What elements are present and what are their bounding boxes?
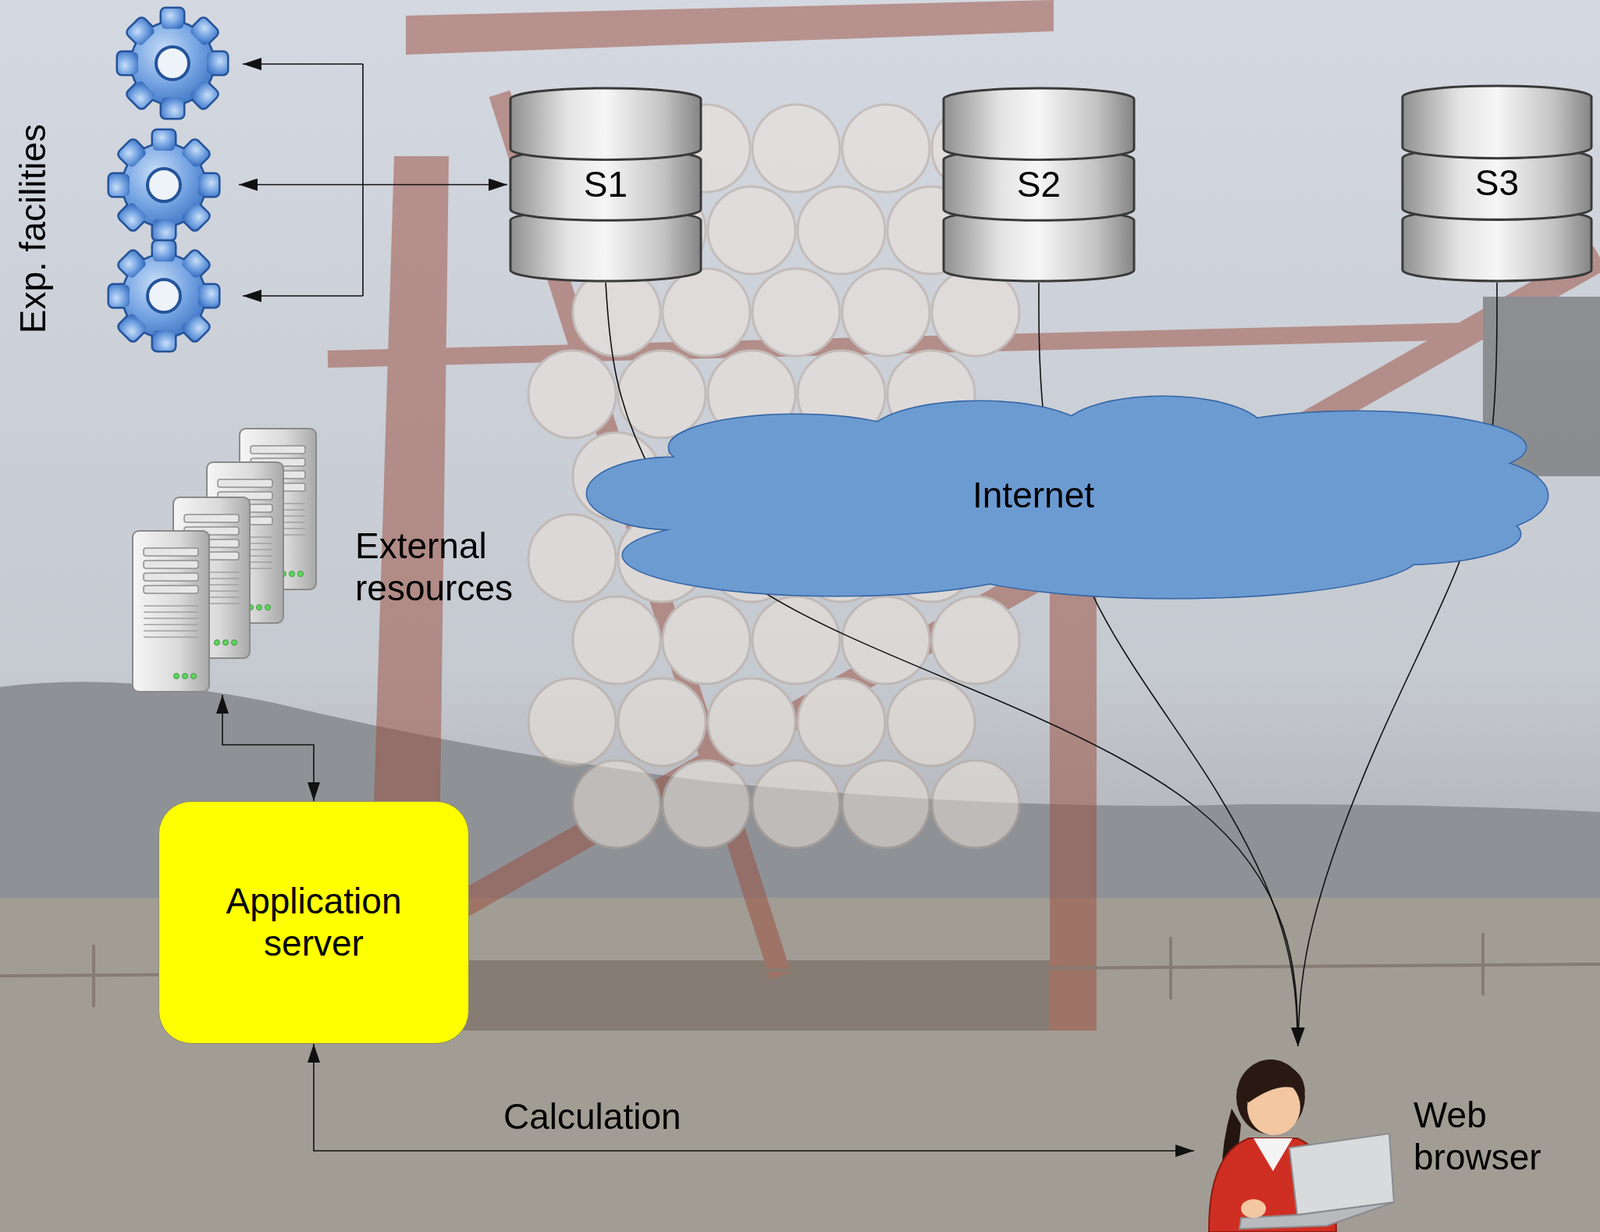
facility-bracket — [242, 295, 363, 297]
server-stack: External resources — [128, 421, 540, 695]
user-icon: Web browser — [1194, 1045, 1566, 1232]
edge-label: Calculation — [503, 1095, 682, 1138]
connector — [1038, 282, 1298, 1046]
gear-icon — [117, 8, 228, 118]
cloud-lobe — [586, 457, 761, 530]
telescope-structure — [572, 760, 1020, 848]
internet-cloud: Internet — [586, 396, 1548, 601]
user-icon-figure — [1236, 1059, 1305, 1135]
user-icon-figure — [1289, 1133, 1394, 1215]
server-icon — [132, 530, 210, 692]
gear-icon — [109, 130, 219, 240]
cylinder-segment — [1402, 85, 1592, 159]
node-label: S2 — [1016, 163, 1061, 207]
node-label: Internet — [972, 474, 1095, 517]
telescope-structure — [1169, 936, 1173, 1000]
user-icon-figure — [1253, 1137, 1293, 1171]
user-icon-figure — [1208, 1059, 1394, 1232]
connector — [222, 694, 314, 801]
user-icon-figure — [1240, 1198, 1266, 1218]
telescope-structure — [1481, 932, 1485, 996]
process-box: Application server — [158, 800, 470, 1044]
telescope-structure — [572, 596, 1020, 684]
cloud-lobe — [867, 401, 1092, 473]
node-label: Application server — [188, 880, 439, 965]
user-icon-figure — [1240, 1063, 1305, 1103]
telescope-structure — [528, 678, 975, 766]
node-label: S1 — [583, 163, 628, 207]
cloud-fill — [586, 396, 1548, 598]
facility-bracket — [242, 64, 363, 296]
connector — [313, 1043, 1195, 1151]
node-label: Exp. facilities — [12, 124, 55, 334]
telescope-structure — [1049, 546, 1097, 1031]
node-label: S3 — [1475, 162, 1519, 205]
connector — [1297, 282, 1497, 1046]
cylinder-segment — [510, 88, 701, 160]
gear-icon — [109, 241, 219, 351]
cylinder-segment — [943, 88, 1135, 160]
gear-icon — [109, 8, 228, 351]
node-label: Web browser — [1413, 1094, 1566, 1179]
connector — [605, 282, 1298, 1046]
telescope-structure — [92, 944, 96, 1007]
cloud-lobe — [867, 401, 1092, 473]
telescope-structure — [405, 257, 1600, 937]
telescope-structure — [405, 0, 1054, 55]
node-label: External resources — [355, 525, 540, 610]
cloud-lobe — [586, 457, 761, 530]
cloud-outline — [586, 396, 1548, 598]
facility-bracket — [242, 63, 363, 65]
storage-cylinder: S2 — [940, 86, 1138, 283]
telescope-structure — [572, 268, 1020, 356]
connector — [238, 184, 508, 186]
facility-group: Exp. facilities — [10, 7, 239, 352]
storage-cylinder: S3 — [1399, 84, 1595, 283]
storage-cylinder: S1 — [507, 86, 704, 283]
facility-bracket — [362, 64, 364, 296]
server-icon — [132, 428, 317, 692]
